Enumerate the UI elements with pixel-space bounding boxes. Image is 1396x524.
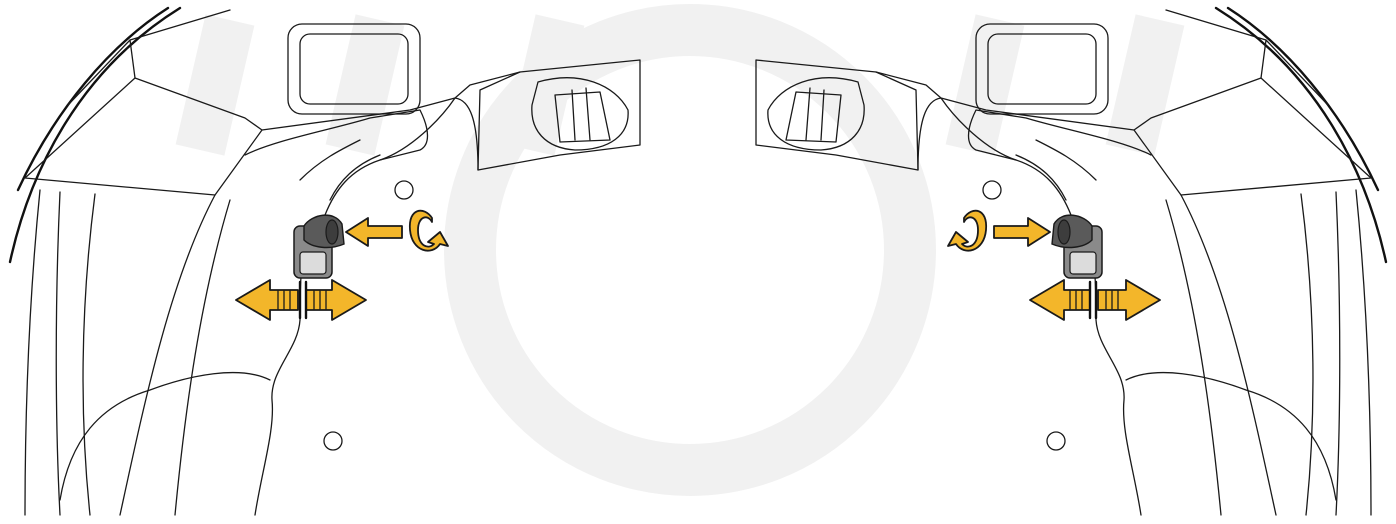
push-arrow-icon: [346, 218, 402, 246]
rotate-arrow-icon: [948, 211, 986, 251]
double-arrow-horizontal-icon: [1030, 280, 1160, 320]
adjustment-knob-left[interactable]: [294, 215, 344, 278]
double-arrow-horizontal-icon: [236, 280, 366, 320]
rotate-arrow-icon: [410, 211, 448, 251]
push-arrow-icon: [994, 218, 1050, 246]
watermark-logo: [200, 20, 1160, 470]
adjustment-knob-right[interactable]: [1052, 215, 1102, 278]
